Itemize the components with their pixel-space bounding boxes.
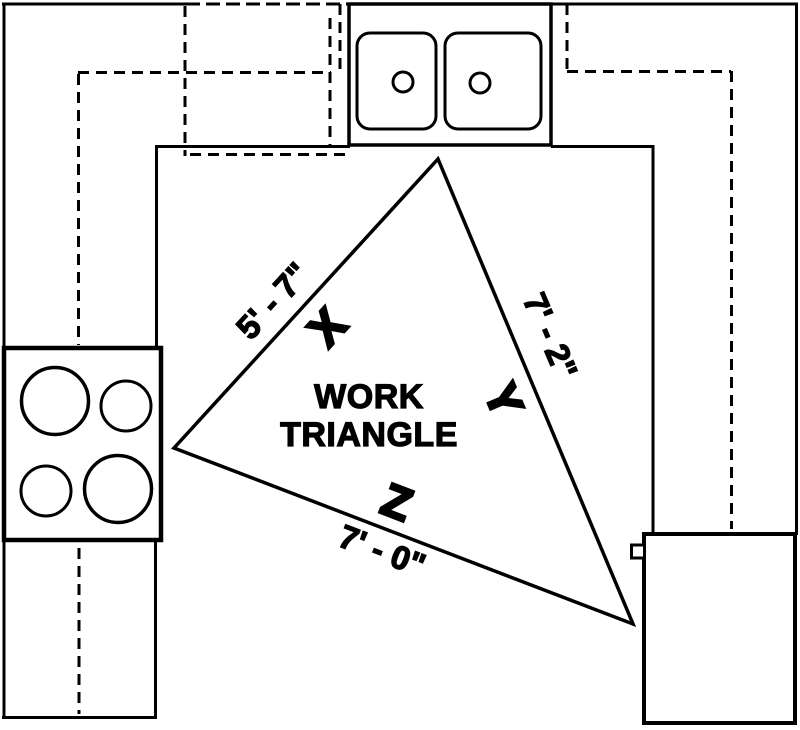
- refrigerator: [630, 532, 797, 725]
- dimension-label-x: 5' - 7": [229, 255, 317, 346]
- refrigerator-outline: [642, 532, 797, 725]
- upper-cabinet-outlines: [77, 4, 733, 714]
- cooktop: [1, 345, 164, 543]
- work-triangle-title-line2: TRIANGLE: [280, 416, 458, 454]
- sink-drain-right-icon: [468, 71, 492, 95]
- work-triangle-title-line1: WORK: [314, 378, 424, 416]
- sink-basin-right: [443, 31, 543, 131]
- burner-small-bottom-left: [19, 464, 73, 518]
- work-triangle-outline: [170, 155, 637, 628]
- refrigerator-handle: [630, 543, 646, 560]
- side-letter-x: X: [297, 298, 356, 356]
- sink-drain-left-icon: [391, 70, 415, 94]
- labels: WORK TRIANGLE 5' - 7" X 7' - 2" Y Z 7' -…: [228, 255, 586, 585]
- burner-large-bottom-right: [82, 453, 154, 525]
- sink: [347, 2, 553, 147]
- side-letter-z: Z: [375, 473, 420, 532]
- side-letter-y: Y: [474, 376, 534, 425]
- burner-large-top-left: [19, 365, 91, 437]
- burner-small-top-right: [99, 379, 153, 433]
